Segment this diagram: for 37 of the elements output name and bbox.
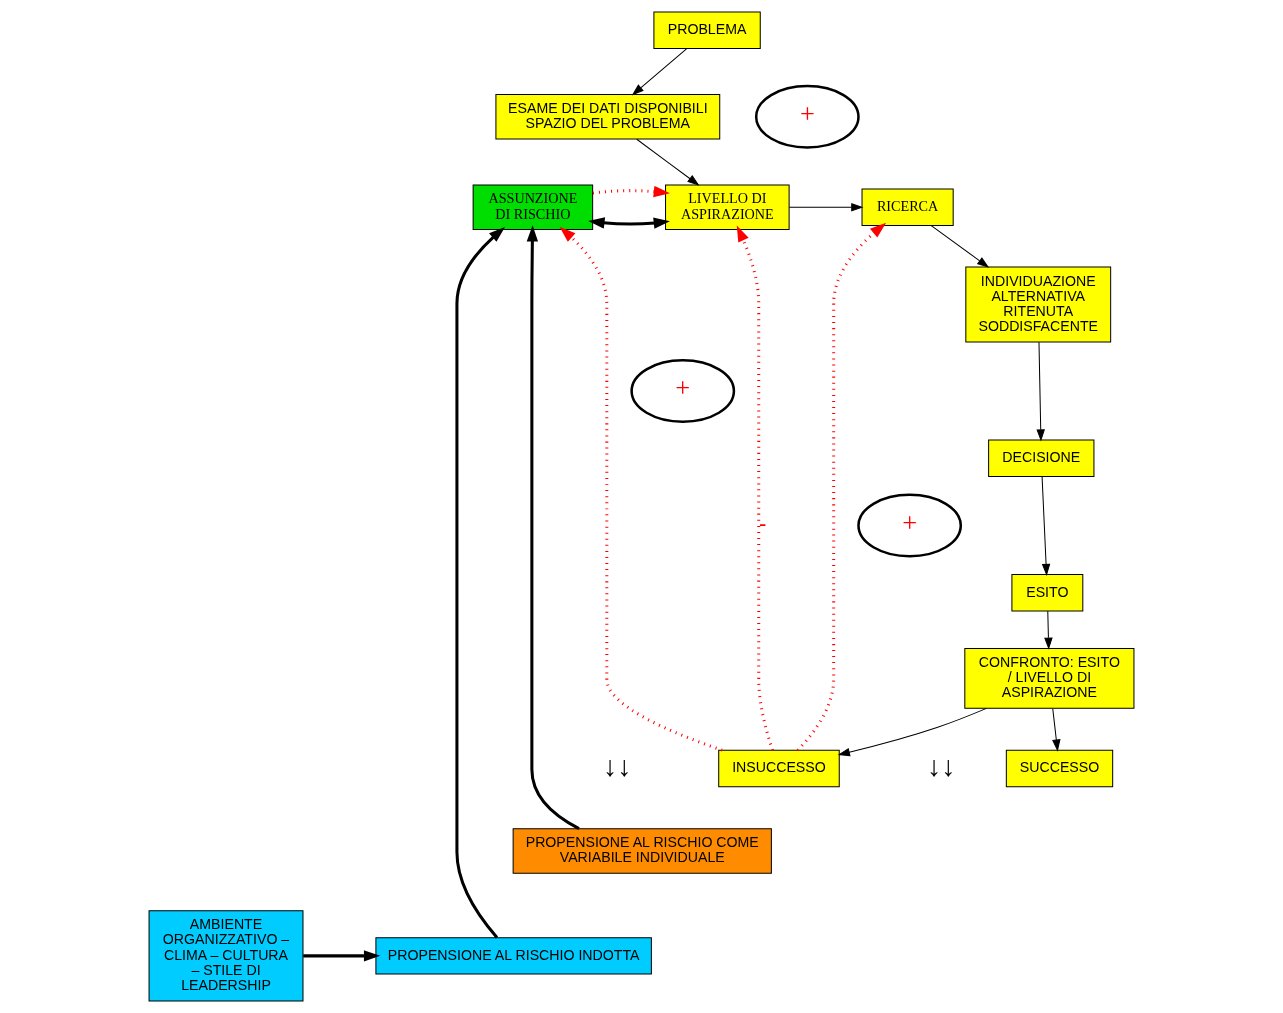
node-box: AMBIENTE ORGANIZZATIVO – CLIMA – CULTURA – STILE DI LEADERSHIP bbox=[148, 910, 304, 1002]
label: ↓↓ bbox=[926, 749, 956, 782]
node-box: PROPENSIONE AL RISCHIO INDOTTA bbox=[375, 937, 652, 975]
node-box: ESITO bbox=[1011, 574, 1084, 612]
arrow bbox=[1044, 610, 1053, 650]
arrow bbox=[788, 203, 864, 212]
node-box: ESAME DEI DATI DISPONIBILI SPAZIO DEL PROBLEMA bbox=[495, 94, 721, 140]
arrow bbox=[837, 707, 987, 757]
node-box: RICERCA bbox=[861, 188, 954, 227]
arrow bbox=[303, 950, 381, 962]
node-box: INDIVIDUAZIONE ALTERNATIVA RITENUTA SODDISFACENTE bbox=[965, 266, 1112, 343]
node-ellipse: + bbox=[754, 84, 860, 149]
arrow bbox=[1052, 708, 1061, 752]
edge-label: - bbox=[759, 511, 767, 537]
arrow bbox=[631, 48, 687, 96]
node-box: DECISIONE bbox=[988, 439, 1095, 478]
node-ellipse: + bbox=[857, 493, 963, 558]
arrow bbox=[592, 185, 670, 198]
label: ↓↓ bbox=[602, 749, 632, 782]
arrow bbox=[455, 226, 506, 939]
arrow bbox=[796, 222, 887, 752]
node-box: SUCCESSO bbox=[1005, 749, 1114, 788]
node-box: INSUCCESSO bbox=[718, 749, 840, 788]
arrow bbox=[588, 217, 670, 229]
arrow bbox=[1041, 476, 1051, 576]
node-box: LIVELLO DI ASPIRAZIONE bbox=[665, 184, 790, 231]
arrow bbox=[526, 225, 580, 830]
arrow bbox=[736, 225, 774, 751]
node-ellipse: + bbox=[630, 359, 736, 423]
node-box: ASSUNZIONE DI RISCHIO bbox=[472, 184, 594, 231]
arrow bbox=[636, 138, 700, 186]
arrow bbox=[559, 226, 723, 752]
node-box: PROPENSIONE AL RISCHIO COME VARIABILE INDIVIDUALE bbox=[512, 828, 772, 874]
node-box: CONFRONTO: ESITO / LIVELLO DI ASPIRAZIONE bbox=[964, 648, 1135, 709]
node-box: PROBLEMA bbox=[653, 11, 761, 50]
arrow bbox=[1036, 341, 1045, 442]
arrow bbox=[930, 225, 990, 268]
